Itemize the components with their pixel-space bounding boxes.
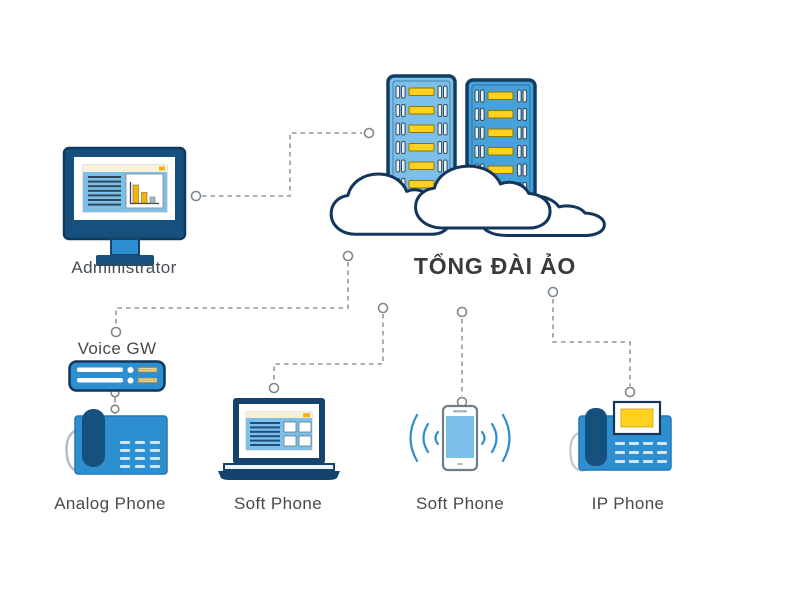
gateway-vent [137,367,158,383]
smartphone-home-button [457,463,463,465]
gateway-chassis [68,360,166,392]
ip-phone-label: IP Phone [591,494,665,513]
node-ip-phone [566,400,684,484]
edge-cloud-ipphone [552,299,631,386]
connector-dot [377,302,389,314]
administrator-label: Administrator [71,258,177,277]
text-lines [88,176,121,206]
bar-chart-icon [129,182,159,205]
edge-cloud-laptop [273,314,384,382]
gateway-bar [77,367,123,372]
virtual-pbx-title: TỔNG ĐÀI ẢO [413,253,577,279]
node-administrator [62,146,187,268]
window-titlebar [83,165,167,172]
window-titlebar-button [159,166,165,171]
softphone-app-window [245,411,313,451]
edge-cloud-voicegw [115,262,349,326]
monitor-stand-neck [110,238,140,256]
node-analog-phone [58,406,176,484]
analog-phone-icon [65,409,168,475]
connector-dot [342,250,354,262]
phone-keypad [120,441,160,468]
cloud-servers-icon [326,74,614,244]
node-voice-gw [68,360,166,392]
gateway-bar [77,378,123,383]
connector-dot [363,127,375,139]
voice-gw-label: Voice GW [77,339,157,358]
smartphone-screen [446,416,474,458]
connector-dot [190,190,202,202]
connector-dot [110,404,120,414]
signal-waves-icon [409,413,511,463]
connector-dot [547,286,559,298]
voice-gateway-icon [68,360,166,392]
connector-dot [110,326,122,338]
node-virtual-pbx [326,72,614,244]
monitor-stand-base [96,255,154,266]
ip-phone-icon [569,400,672,472]
phone-handset [585,408,607,466]
desktop-monitor-icon [62,146,187,266]
gateway-led [127,367,134,373]
phone-handset [82,409,105,467]
node-soft-phone-laptop [216,396,342,486]
laptop-icon [218,398,340,480]
phone-display [612,400,662,436]
connector-dot [456,306,468,318]
cloud-shape [331,166,604,235]
laptop-hinge [223,463,335,471]
connector-dot [624,386,636,398]
node-soft-phone-mobile [400,404,520,476]
laptop-base [218,471,340,480]
soft-phone-laptop-label: Soft Phone [233,494,323,513]
phone-keypad [615,442,667,463]
edge-administrator-cloud [202,132,362,197]
smartphone-icon [409,404,511,472]
connector-dot [268,382,280,394]
gateway-led [127,377,134,384]
analog-phone-label: Analog Phone [54,494,166,513]
smartphone-speaker [453,410,467,413]
soft-phone-mobile-label: Soft Phone [415,494,505,513]
